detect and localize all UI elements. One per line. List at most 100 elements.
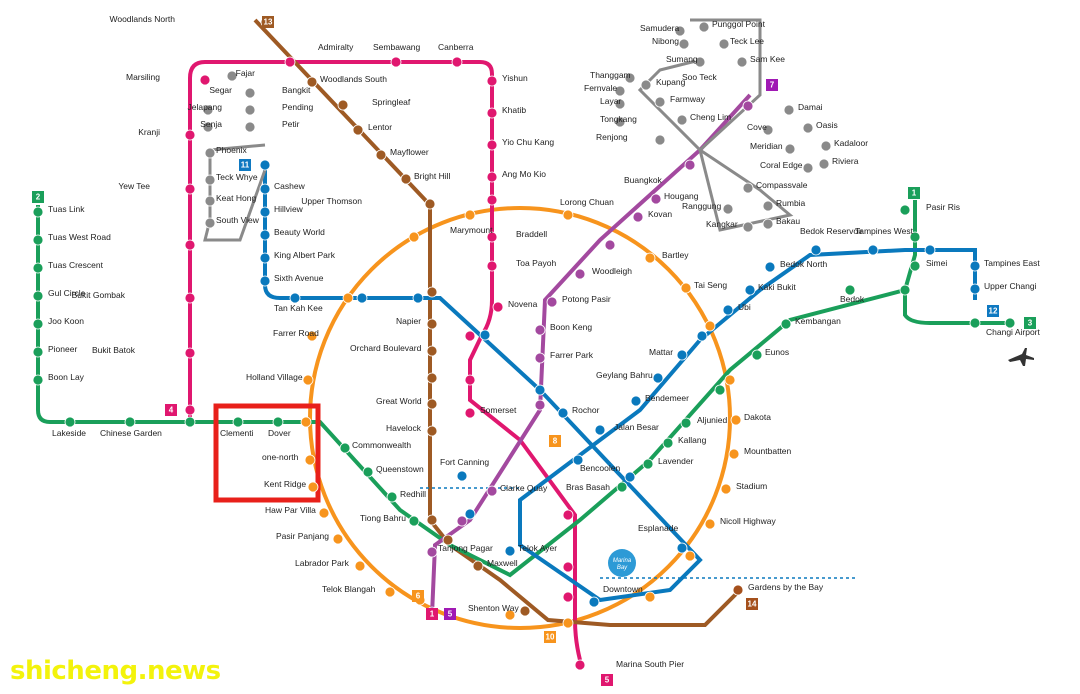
- station-marker: [652, 372, 664, 384]
- station-label-farrer-road: Farrer Road: [273, 328, 319, 338]
- station-marker: [562, 591, 574, 603]
- station-label-napier: Napier: [396, 316, 421, 326]
- station-label-kangkar: Kangkar: [706, 219, 738, 229]
- station-marker: [764, 261, 776, 273]
- line-badge: 7: [766, 79, 778, 91]
- station-label-oasis: Oasis: [816, 120, 838, 130]
- station-marker: [451, 56, 463, 68]
- station-marker: [204, 217, 216, 229]
- station-marker: [762, 200, 774, 212]
- station-marker: [616, 481, 628, 493]
- line-badge: 8: [549, 435, 561, 447]
- station-label-boon-keng: Boon Keng: [550, 322, 592, 332]
- station-label-braddell: Braddell: [516, 229, 547, 239]
- station-label-springleaf: Springleaf: [372, 97, 411, 107]
- station-label-cheng-lim: Cheng Lim: [690, 112, 731, 122]
- station-marker: [802, 162, 814, 174]
- station-label-haw-par-villa: Haw Par Villa: [265, 505, 316, 515]
- station-label-kembangan: Kembangan: [795, 316, 841, 326]
- line-badge: 1: [426, 608, 438, 620]
- station-marker: [64, 416, 76, 428]
- station-marker: [694, 56, 706, 68]
- station-marker: [300, 416, 312, 428]
- station-label-sembawang: Sembawang: [373, 42, 421, 52]
- station-marker: [742, 100, 754, 112]
- station-marker: [184, 292, 196, 304]
- station-label-bukit-batok: Bukit Batok: [92, 345, 136, 355]
- station-label-marsiling: Marsiling: [126, 72, 160, 82]
- station-marker: [684, 550, 696, 562]
- station-marker: [751, 349, 763, 361]
- station-marker: [534, 352, 546, 364]
- thomson-east-coast-line: [253, 18, 742, 627]
- station-marker: [318, 507, 330, 519]
- station-marker: [810, 244, 822, 256]
- station-label-nicoll-highway: Nicoll Highway: [720, 516, 776, 526]
- station-marker: [762, 124, 774, 136]
- station-marker: [678, 38, 690, 50]
- station-label-great-world: Great World: [376, 396, 422, 406]
- station-label-ang-mo-kio: Ang Mo Kio: [502, 169, 546, 179]
- station-marker: [426, 372, 438, 384]
- station-marker: [802, 122, 814, 134]
- station-marker: [720, 483, 732, 495]
- station-marker: [624, 72, 636, 84]
- station-label-lakeside: Lakeside: [52, 428, 86, 438]
- station-marker: [244, 104, 256, 116]
- station-marker: [244, 87, 256, 99]
- station-marker: [546, 296, 558, 308]
- station-marker: [342, 292, 354, 304]
- station-marker: [624, 471, 636, 483]
- airport-icon: [1008, 348, 1034, 366]
- station-marker: [362, 466, 374, 478]
- line-badge: 6: [412, 590, 424, 602]
- station-label-damai: Damai: [798, 102, 823, 112]
- station-marker: [704, 518, 716, 530]
- station-label-jalan-besar: Jalan Besar: [614, 422, 659, 432]
- station-label-havelock: Havelock: [386, 423, 422, 433]
- station-marker: [426, 398, 438, 410]
- station-marker: [412, 292, 424, 304]
- station-label-orchard-boulevard: Orchard Boulevard: [350, 343, 422, 353]
- station-marker: [557, 407, 569, 419]
- station-label-kaki-bukit: Kaki Bukit: [758, 282, 796, 292]
- station-marker: [909, 231, 921, 243]
- station-marker: [698, 21, 710, 33]
- station-label-chinese-garden: Chinese Garden: [100, 428, 162, 438]
- station-marker: [820, 140, 832, 152]
- station-label-layar: Layar: [600, 96, 621, 106]
- station-label-tampines-east: Tampines East: [984, 258, 1040, 268]
- station-label-yishun: Yishun: [502, 73, 528, 83]
- station-marker: [504, 545, 516, 557]
- station-marker: [969, 317, 981, 329]
- station-label-phoenix: Phoenix: [216, 145, 247, 155]
- station-label-aljunied: Aljunied: [697, 415, 728, 425]
- station-marker: [680, 417, 692, 429]
- station-label-mountbatten: Mountbatten: [744, 446, 792, 456]
- station-label-sixth-avenue: Sixth Avenue: [274, 273, 324, 283]
- station-marker: [464, 508, 476, 520]
- station-label-beauty-world: Beauty World: [274, 227, 325, 237]
- station-marker: [244, 121, 256, 133]
- station-label-changi-airport: Changi Airport: [986, 327, 1041, 337]
- station-label-king-albert-park: King Albert Park: [274, 250, 336, 260]
- station-marker: [184, 347, 196, 359]
- station-label-clementi: Clementi: [220, 428, 254, 438]
- station-marker: [456, 470, 468, 482]
- station-marker: [32, 346, 44, 358]
- svg-text:10: 10: [546, 633, 555, 642]
- station-marker: [472, 560, 484, 572]
- station-marker: [184, 129, 196, 141]
- station-label-lorong-chuan: Lorong Chuan: [560, 197, 614, 207]
- station-marker: [354, 560, 366, 572]
- station-label-tuas-crescent: Tuas Crescent: [48, 260, 104, 270]
- station-label-bright-hill: Bright Hill: [414, 171, 450, 181]
- station-marker: [594, 424, 606, 436]
- line-badge: 5: [444, 608, 456, 620]
- station-label-senja: Senja: [200, 119, 222, 129]
- station-label-potong-pasir: Potong Pasir: [562, 294, 611, 304]
- station-label-hougang: Hougang: [664, 191, 699, 201]
- station-label-kovan: Kovan: [648, 209, 672, 219]
- station-marker: [969, 260, 981, 272]
